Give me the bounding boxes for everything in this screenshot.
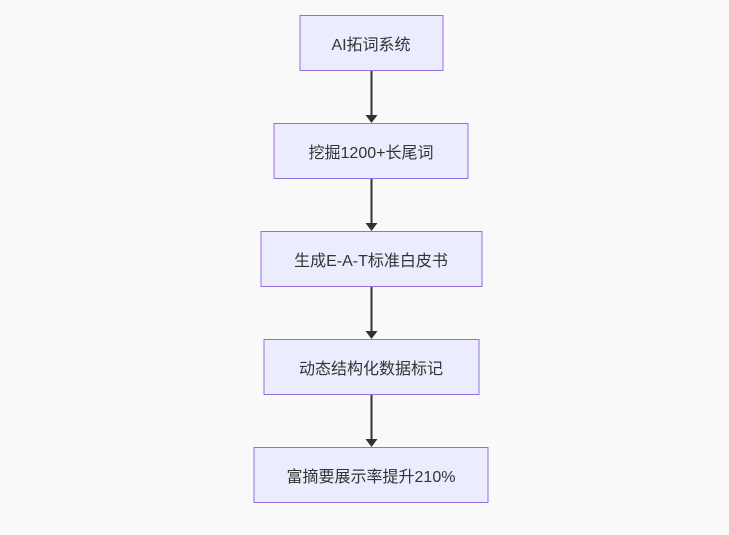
connector-arrow-down-4	[365, 395, 377, 447]
arrow-head-down-icon	[365, 223, 377, 231]
arrow-head-down-icon	[365, 439, 377, 447]
arrow-line	[370, 395, 372, 439]
arrow-line	[370, 179, 372, 223]
flow-node-label: 生成E-A-T标准白皮书	[294, 253, 448, 270]
flow-node-rich-snippet-result: 富摘要展示率提升210%	[253, 447, 489, 503]
connector-arrow-down-2	[365, 179, 377, 231]
arrow-line	[370, 287, 372, 331]
arrow-head-down-icon	[365, 115, 377, 123]
flow-node-longtail-mining: 挖掘1200+长尾词	[273, 123, 469, 179]
flow-node-label: 富摘要展示率提升210%	[286, 469, 456, 486]
flow-node-structured-data-markup: 动态结构化数据标记	[263, 339, 479, 395]
connector-arrow-down-3	[365, 287, 377, 339]
flowchart: AI拓词系统 挖掘1200+长尾词 生成E-A-T标准白皮书 动态结构化数据标记	[253, 15, 489, 503]
flow-node-ai-keyword-system: AI拓词系统	[299, 15, 443, 71]
arrow-line	[370, 71, 372, 115]
flow-node-label: 动态结构化数据标记	[298, 361, 443, 378]
arrow-head-down-icon	[365, 331, 377, 339]
flow-node-label: AI拓词系统	[331, 37, 411, 54]
connector-arrow-down-1	[365, 71, 377, 123]
flow-node-eat-whitepaper: 生成E-A-T标准白皮书	[260, 231, 482, 287]
flow-node-label: 挖掘1200+长尾词	[308, 145, 434, 162]
